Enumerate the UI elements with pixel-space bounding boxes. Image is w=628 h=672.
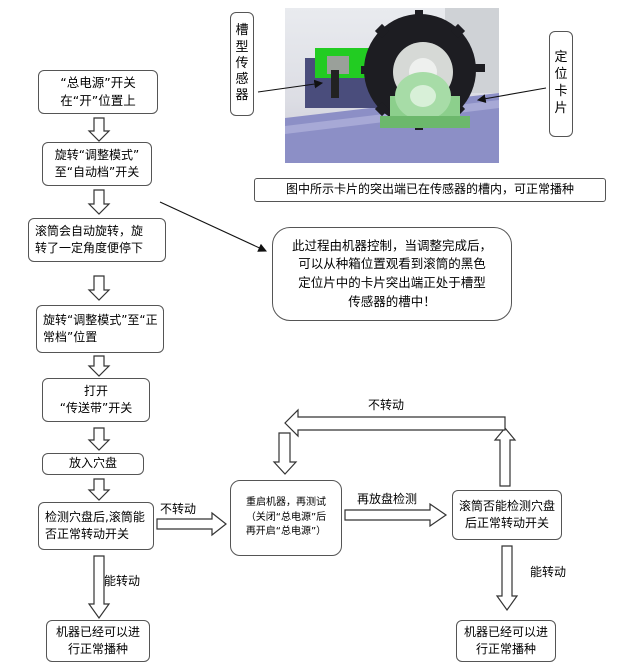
node-place-tray: 放入穴盘 (42, 453, 144, 475)
node-detect-again: 滚筒否能检测穴盘 后正常转动开关 (452, 490, 562, 540)
node-power-on: “总电源”开关 在“开”位置上 (38, 70, 158, 114)
node-ready-2: 机器已经可以进 行正常播种 (456, 620, 556, 662)
arrow-down-3 (87, 275, 111, 301)
node-mode-auto: 旋转“调整模式” 至“自动档”开关 (42, 142, 152, 186)
label-no-rotate-2: 不转动 (368, 398, 405, 412)
node-drum-rotate: 滚筒会自动旋转，旋 转了一定角度便停下 (28, 218, 166, 262)
sensor-label: 槽 型 传 感 器 (230, 12, 254, 116)
arrow-down-restart (272, 432, 298, 475)
label-retest: 再放盘检测 (357, 492, 418, 506)
label-can-rotate-2: 能转动 (530, 565, 567, 579)
node-mode-normal: 旋转“调整模式”至“正 常档”位置 (36, 305, 164, 353)
arrow-left-long (284, 408, 506, 438)
node-restart: 重启机器，再测试 （关闭“总电源”后 再开启“总电源”） (230, 480, 342, 556)
arrow-down-8 (495, 545, 519, 612)
arrow-right-1 (156, 511, 227, 537)
label-no-rotate-1: 不转动 (160, 502, 197, 516)
node-ready-1: 机器已经可以进 行正常播种 (46, 620, 150, 662)
arrow-down-7 (87, 555, 111, 620)
arrow-down-5 (87, 427, 111, 451)
arrow-up (493, 427, 517, 487)
arrow-down-6 (87, 478, 111, 501)
pointer-locator (476, 87, 547, 103)
node-detect-tray: 检测穴盘后,滚筒能 否正常转动开关 (38, 502, 154, 550)
arrow-right-2 (344, 502, 448, 528)
note-box: 此过程由机器控制，当调整完成后， 可以从种箱位置观看到滚筒的黑色 定位片中的卡片… (272, 227, 512, 321)
arrow-down-2 (87, 189, 111, 215)
arrow-down-4 (87, 355, 111, 377)
label-can-rotate-1: 能转动 (104, 574, 141, 588)
node-open-conveyor: 打开 “传送带”开关 (42, 378, 150, 422)
arrow-down-1 (87, 117, 111, 142)
locator-label: 定 位 卡 片 (549, 31, 573, 137)
photo-caption: 图中所示卡片的突出端已在传感器的槽内，可正常播种 (254, 178, 606, 202)
machine-photo (285, 8, 499, 163)
machine-illustration (285, 8, 499, 163)
pointer-note (159, 201, 267, 252)
pointer-sensor (257, 79, 324, 93)
